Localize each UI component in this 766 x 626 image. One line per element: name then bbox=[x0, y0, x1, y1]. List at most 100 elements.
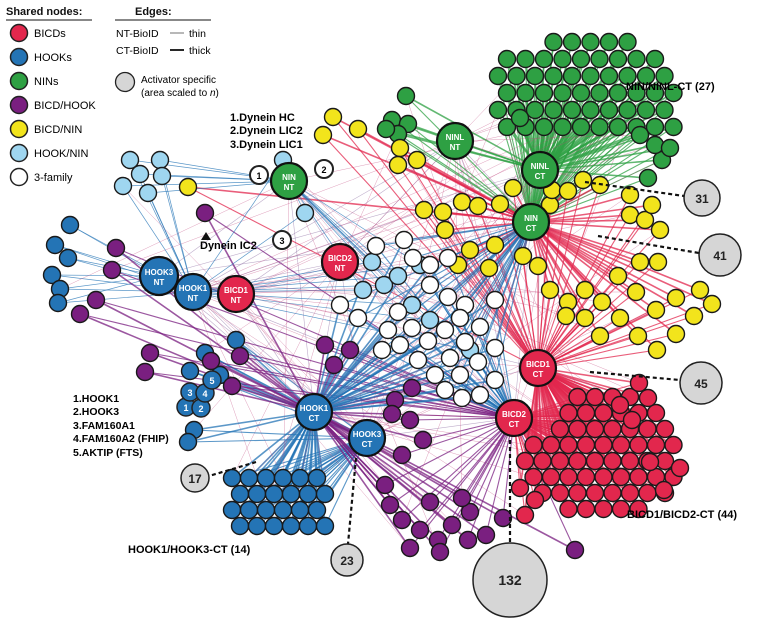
prey-node bbox=[576, 499, 596, 519]
prey-node bbox=[571, 117, 591, 137]
nin-cluster-label: NIN/NINL-CT (27) bbox=[626, 81, 715, 93]
prey-node bbox=[664, 83, 683, 103]
prey-node bbox=[610, 308, 630, 328]
prey-node bbox=[396, 86, 416, 106]
network-edge bbox=[454, 134, 641, 142]
prey-node bbox=[380, 495, 400, 515]
network-edge bbox=[399, 221, 532, 346]
network-edge bbox=[111, 269, 315, 413]
bait-node-label-name: BICD1 bbox=[526, 360, 551, 369]
prey-node bbox=[627, 49, 646, 69]
network-edge bbox=[537, 333, 677, 369]
prey-node bbox=[620, 451, 640, 471]
prey-node bbox=[485, 290, 505, 310]
prey-node bbox=[353, 280, 373, 300]
prey-node bbox=[558, 181, 578, 201]
network-edge bbox=[288, 180, 431, 321]
network-edge bbox=[313, 264, 431, 413]
svg-text:HOOK/NIN: HOOK/NIN bbox=[34, 148, 88, 160]
legend-item-hooks: HOOKs bbox=[9, 47, 72, 67]
prey-node bbox=[592, 292, 612, 312]
prey-node bbox=[541, 435, 561, 455]
prey-node bbox=[247, 516, 267, 536]
prey-node bbox=[638, 483, 657, 503]
network-edge bbox=[467, 417, 515, 541]
network-edge bbox=[397, 140, 456, 313]
prey-node bbox=[70, 304, 90, 324]
bait-node-label-domain: NT bbox=[188, 294, 199, 303]
prey-node bbox=[599, 66, 619, 86]
prey-node bbox=[323, 107, 343, 127]
activator-dashed-connector bbox=[346, 457, 358, 545]
prey-node bbox=[599, 32, 619, 52]
svg-text:3: 3 bbox=[279, 236, 284, 246]
network-edge bbox=[537, 204, 653, 369]
prey-node bbox=[629, 435, 648, 455]
bait-node-label-domain: CT bbox=[535, 172, 546, 181]
prey-node bbox=[295, 203, 315, 223]
prey-node bbox=[135, 362, 155, 382]
prey-node bbox=[666, 288, 686, 308]
network-edge bbox=[313, 357, 451, 413]
prey-node bbox=[638, 388, 658, 408]
svg-text:BICD/NIN: BICD/NIN bbox=[34, 124, 82, 136]
prey-node bbox=[485, 235, 505, 255]
prey-node bbox=[513, 246, 533, 266]
network-edge bbox=[313, 411, 469, 541]
legend-item-bicds: BICDs bbox=[9, 23, 66, 43]
network-edge bbox=[539, 159, 663, 171]
network-edge bbox=[192, 126, 563, 293]
activator-dashes-layer bbox=[208, 180, 700, 545]
prey-node bbox=[655, 66, 674, 86]
svg-text:BICD/HOOK: BICD/HOOK bbox=[34, 100, 96, 112]
prey-node bbox=[497, 49, 517, 69]
hook-list-3: 3.FAM160A1 bbox=[73, 420, 135, 432]
prey-node bbox=[324, 355, 344, 375]
prey-node bbox=[571, 83, 591, 103]
hook-cluster-label: HOOK1/HOOK3-CT (14) bbox=[128, 544, 251, 556]
prey-node bbox=[507, 66, 526, 86]
prey-node bbox=[315, 516, 335, 536]
edge-legend-nt-label: NT-BioID bbox=[116, 28, 159, 40]
prey-node bbox=[476, 525, 496, 545]
svg-text:2: 2 bbox=[198, 404, 203, 414]
prey-node bbox=[534, 49, 554, 69]
prey-node bbox=[273, 500, 293, 520]
prey-node bbox=[581, 66, 600, 86]
network-edge bbox=[122, 185, 194, 293]
network-edge bbox=[161, 175, 290, 182]
network-edge bbox=[499, 203, 539, 369]
prey-node bbox=[575, 308, 595, 328]
prey-node bbox=[420, 492, 440, 512]
prey-node bbox=[664, 435, 683, 455]
activator-circle-45: 45 bbox=[679, 361, 723, 405]
prey-node bbox=[636, 66, 656, 86]
network-edge bbox=[288, 180, 515, 419]
prey-node bbox=[636, 100, 656, 120]
edge-legend-thick: thick bbox=[189, 45, 211, 57]
activator-circle-41: 41 bbox=[698, 233, 742, 277]
prey-node bbox=[608, 117, 628, 137]
prey-node bbox=[608, 49, 628, 69]
prey-node bbox=[479, 258, 499, 278]
bait-node-label-name: HOOK1 bbox=[300, 404, 329, 413]
prey-node bbox=[420, 255, 440, 275]
prey-node bbox=[362, 252, 382, 272]
prey-node bbox=[313, 125, 333, 145]
prey-node bbox=[102, 260, 122, 280]
prey-node bbox=[702, 294, 722, 314]
prey-node bbox=[348, 308, 368, 328]
prey-node bbox=[458, 530, 478, 550]
prey-node bbox=[455, 332, 475, 352]
network-edge bbox=[313, 379, 496, 413]
bait-node-label-name: NIN bbox=[524, 214, 538, 223]
bait-node-label-domain: NT bbox=[335, 264, 346, 273]
prey-node bbox=[433, 202, 453, 222]
network-edge bbox=[193, 261, 341, 431]
prey-node bbox=[571, 49, 591, 69]
prey-node bbox=[178, 432, 198, 452]
prey-node bbox=[575, 280, 595, 300]
prey-node bbox=[684, 306, 704, 326]
prey-node bbox=[576, 467, 596, 487]
activator-dashed-connector bbox=[589, 370, 681, 382]
